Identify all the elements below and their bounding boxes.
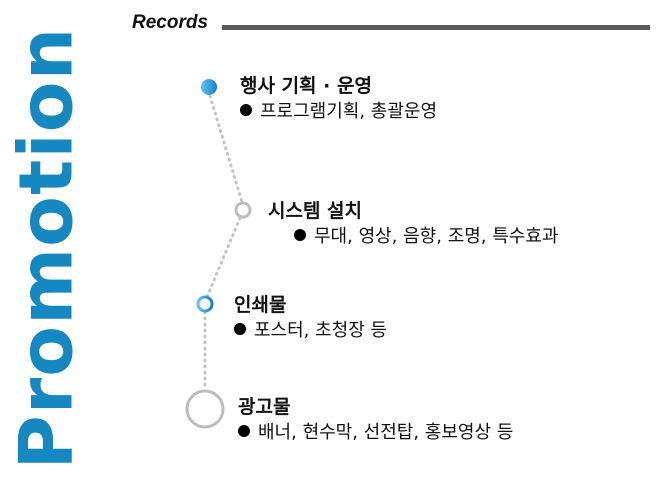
item-title: 시스템 설치 xyxy=(268,200,363,222)
node-filled-blue-icon xyxy=(201,79,217,95)
item-detail: 배너, 현수막, 선전탑, 홍보영상 등 xyxy=(238,421,513,445)
header-title: Records xyxy=(132,12,209,33)
node-ring-gray-large-icon xyxy=(185,389,225,429)
item-detail: 프로그램기획, 총괄운영 xyxy=(240,100,437,124)
item-title: 광고물 xyxy=(238,396,291,418)
timeline-item-advertising: 광고물 배너, 현수막, 선전탑, 홍보영상 등 xyxy=(238,396,513,445)
node-ring-blue-icon xyxy=(196,295,214,313)
node-ring-gray-icon xyxy=(234,201,252,219)
bullet-icon xyxy=(294,229,306,241)
header-rule xyxy=(222,25,650,30)
item-detail: 포스터, 초청장 등 xyxy=(234,319,387,343)
item-detail: 무대, 영상, 음향, 조명, 특수효과 xyxy=(294,225,559,249)
bullet-icon xyxy=(234,323,246,335)
item-title: 인쇄물 xyxy=(234,294,287,316)
bullet-icon xyxy=(240,104,252,116)
bullet-icon xyxy=(238,425,250,437)
item-title: 행사 기획 · 운영 xyxy=(240,75,372,97)
timeline-item-system-install: 시스템 설치 무대, 영상, 음향, 조명, 특수효과 xyxy=(268,200,559,249)
timeline-item-event-planning: 행사 기획 · 운영 프로그램기획, 총괄운영 xyxy=(240,75,437,124)
timeline-item-print: 인쇄물 포스터, 초청장 등 xyxy=(234,294,387,343)
